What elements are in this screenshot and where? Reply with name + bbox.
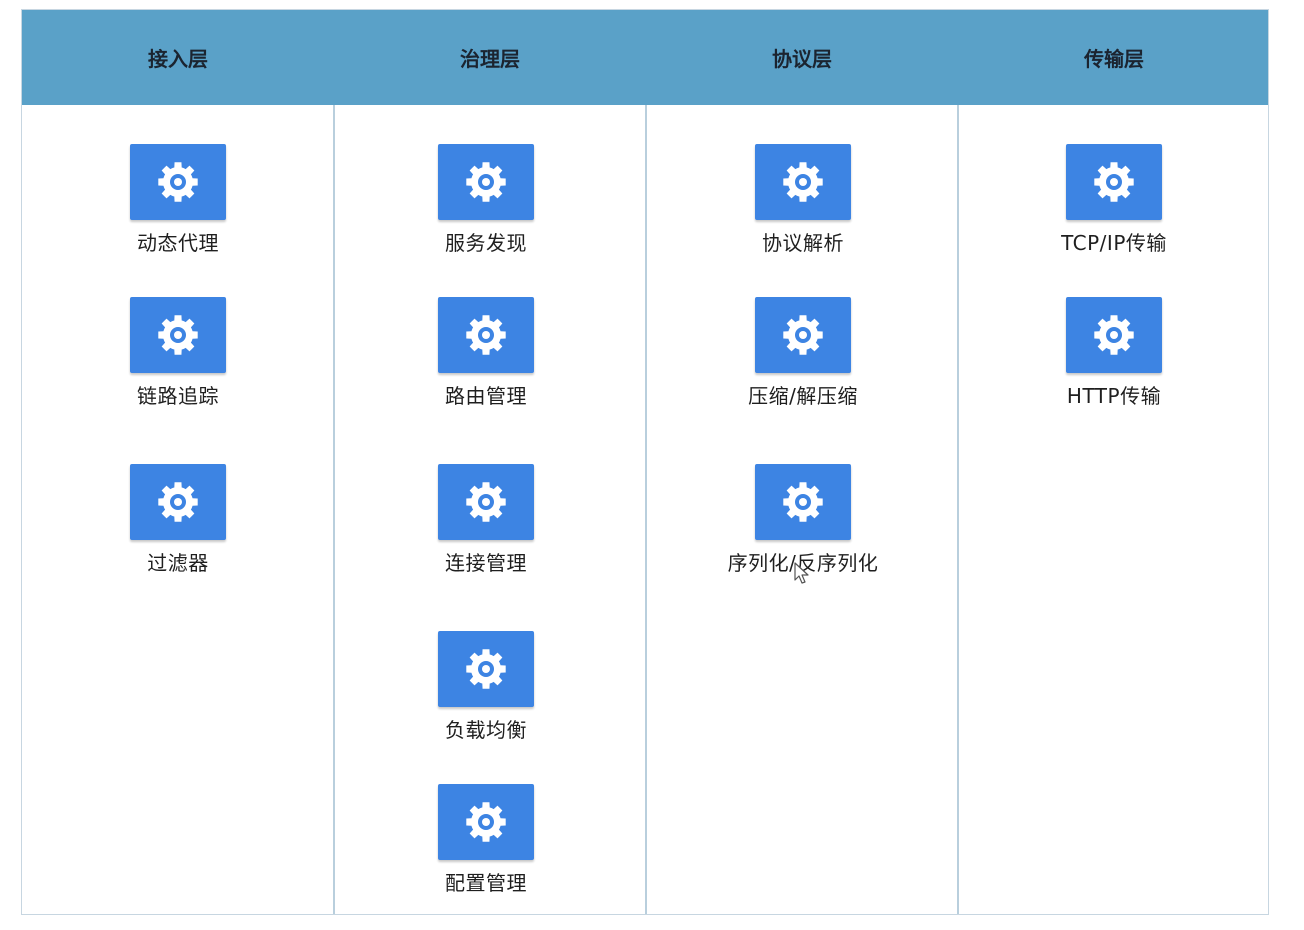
component-node[interactable]: 动态代理 (68, 144, 288, 256)
component-node[interactable]: 连接管理 (376, 464, 596, 576)
component-node[interactable]: 压缩/解压缩 (693, 297, 913, 409)
component-label: 动态代理 (137, 231, 219, 255)
component-label: 路由管理 (445, 384, 527, 408)
component-label: 过滤器 (147, 551, 209, 575)
column-transport-layer: 传输层 TCP/IP传输 HTTP传输 (958, 10, 1270, 914)
component-node[interactable]: 服务发现 (376, 144, 596, 256)
gear-icon (130, 297, 226, 373)
gear-icon (438, 144, 534, 220)
component-label: 连接管理 (445, 551, 527, 575)
gear-icon (438, 784, 534, 860)
component-node[interactable]: 过滤器 (68, 464, 288, 576)
component-label: 链路追踪 (137, 384, 219, 408)
column-divider (645, 105, 647, 914)
column-divider (333, 105, 335, 914)
component-node[interactable]: HTTP传输 (1004, 297, 1224, 409)
gear-icon (130, 144, 226, 220)
architecture-diagram: 接入层 动态代理 链路追踪 过滤器 治理层 服务发现 路由管理 连接管理 (21, 9, 1269, 915)
column-title: 传输层 (1084, 47, 1144, 71)
gear-icon (130, 464, 226, 540)
component-node[interactable]: 路由管理 (376, 297, 596, 409)
layer-header-bar (22, 10, 1268, 105)
component-node[interactable]: TCP/IP传输 (1004, 144, 1224, 256)
gear-icon (755, 464, 851, 540)
component-label: HTTP传输 (1066, 384, 1162, 408)
column-protocol-layer: 协议层 协议解析 压缩/解压缩 序列化/反序列化 (646, 10, 958, 914)
component-label: TCP/IP传输 (1061, 231, 1167, 255)
component-node[interactable]: 配置管理 (376, 784, 596, 896)
gear-icon (438, 631, 534, 707)
column-access-layer: 接入层 动态代理 链路追踪 过滤器 (22, 10, 334, 914)
component-node[interactable]: 协议解析 (693, 144, 913, 256)
column-title: 治理层 (460, 47, 520, 71)
component-label: 压缩/解压缩 (748, 384, 858, 408)
component-label: 负载均衡 (445, 718, 527, 742)
gear-icon (755, 144, 851, 220)
component-label: 协议解析 (762, 231, 844, 255)
mouse-cursor-icon (794, 562, 809, 584)
gear-icon (438, 464, 534, 540)
gear-icon (438, 297, 534, 373)
component-node[interactable]: 链路追踪 (68, 297, 288, 409)
column-title: 接入层 (148, 47, 208, 71)
column-title: 协议层 (772, 47, 832, 71)
gear-icon (1066, 144, 1162, 220)
component-label: 服务发现 (445, 231, 527, 255)
gear-icon (755, 297, 851, 373)
component-label: 配置管理 (445, 871, 527, 895)
component-node[interactable]: 序列化/反序列化 (693, 464, 913, 576)
column-governance-layer: 治理层 服务发现 路由管理 连接管理 负载均衡 配置管理 (334, 10, 646, 914)
gear-icon (1066, 297, 1162, 373)
component-node[interactable]: 负载均衡 (376, 631, 596, 743)
column-divider (957, 105, 959, 914)
